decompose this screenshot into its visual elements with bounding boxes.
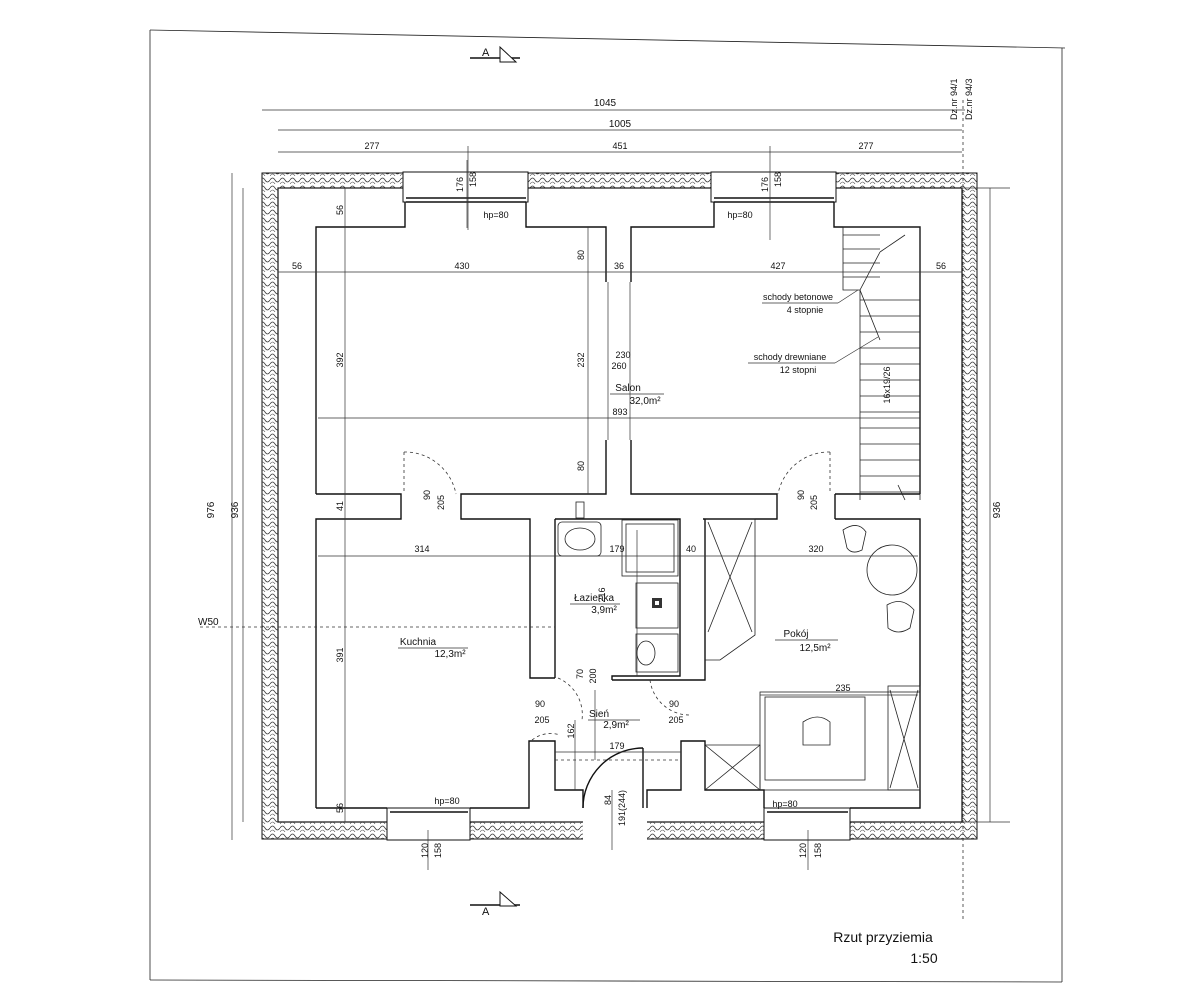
dim-row-56-left: 56	[292, 261, 302, 271]
drawing-title: Rzut przyziemia	[833, 929, 933, 945]
window-dim-158-b: 158	[773, 172, 783, 187]
dim-b-179: 179	[609, 544, 624, 554]
dim-opening-260: 260	[611, 361, 626, 371]
door-dim-90-kuchnia: 90	[535, 699, 545, 709]
dim-top-mid: 451	[612, 141, 627, 151]
dim-v-80-top: 80	[576, 250, 586, 260]
room-kuchnia-name: Kuchnia	[400, 637, 437, 648]
dim-e-84: 84	[603, 795, 613, 805]
door-dim-90-left: 90	[422, 490, 432, 500]
door-dim-90-right: 90	[796, 490, 806, 500]
dim-top-left: 277	[364, 141, 379, 151]
dim-b-216: 216	[597, 587, 607, 602]
window-dim-158-d: 158	[813, 843, 823, 858]
stairs-concrete-steps: 4 stopnie	[787, 305, 824, 315]
dim-v-70: 70	[575, 669, 585, 679]
dim-right-total: 936	[992, 501, 1003, 518]
bathroom-fixtures	[557, 501, 679, 673]
window-dim-176-b: 176	[760, 177, 770, 192]
dim-v-80-bottom: 80	[576, 461, 586, 471]
dim-v-56-top: 56	[335, 205, 345, 215]
drawing-scale: 1:50	[910, 950, 937, 966]
dim-p-320: 320	[808, 544, 823, 554]
window-dim-176-a: 176	[455, 177, 465, 192]
dim-v-392: 392	[335, 352, 345, 367]
section-label-bottom: A	[482, 906, 490, 918]
room-sien-area: 2,9m²	[603, 720, 629, 731]
dim-overall-outer: 1045	[594, 98, 617, 109]
dim-s-179: 179	[609, 741, 624, 751]
plot-label-b: Dz.nr 94/3	[964, 78, 974, 120]
dim-e-191: 191(244)	[617, 790, 627, 826]
window-dim-158-a: 158	[468, 172, 478, 187]
stairs-wooden-steps: 12 stopni	[780, 365, 817, 375]
dim-v-162: 162	[566, 723, 576, 738]
window-sill-top-left: hp=80	[483, 210, 508, 220]
door-dim-205-left: 205	[436, 495, 446, 510]
dim-row-430: 430	[454, 261, 469, 271]
window-sill-bottom-right: hp=80	[772, 799, 797, 809]
sheet-frame	[149, 29, 1066, 983]
dim-row-36: 36	[614, 261, 624, 271]
dimension-lines	[200, 100, 1010, 920]
room-kuchnia-area: 12,3m²	[434, 649, 466, 660]
door-dim-90-pokoj: 90	[669, 699, 679, 709]
window-sill-top-right: hp=80	[727, 210, 752, 220]
dim-v-232: 232	[576, 352, 586, 367]
room-salon-name: Salon	[615, 383, 641, 394]
window-sashes	[390, 197, 848, 813]
room-salon-area: 32,0m²	[629, 396, 661, 407]
dim-d-235: 235	[835, 683, 850, 693]
dim-v-200: 200	[588, 668, 598, 683]
window-dim-120-b: 120	[798, 843, 808, 858]
staircase	[842, 226, 921, 501]
dim-b-40: 40	[686, 544, 696, 554]
section-marker-top: A	[470, 45, 520, 63]
section-marker-bottom: A	[470, 890, 520, 918]
stairs-wooden-label: schody drewniane	[754, 352, 827, 362]
room-pokoj-name: Pokój	[783, 629, 808, 640]
dim-k-314: 314	[414, 544, 429, 554]
dim-opening-230: 230	[615, 350, 630, 360]
dim-v-41: 41	[335, 501, 345, 511]
room-lazienka-name: Łazienka	[574, 593, 614, 604]
dim-overall-inner: 1005	[609, 119, 632, 130]
dim-left-inner: 936	[230, 501, 241, 518]
room-pokoj-area: 12,5m²	[799, 643, 831, 654]
stairs-dims: 16x19/26	[882, 366, 892, 403]
dim-left-outer: 976	[206, 501, 217, 518]
dim-row-56-right: 56	[936, 261, 946, 271]
room-lazienka-area: 3,9m²	[591, 605, 617, 616]
section-label-top: A	[482, 47, 490, 59]
dim-top-right: 277	[858, 141, 873, 151]
window-dim-158-c: 158	[433, 843, 443, 858]
room-sien-name: Sień	[589, 709, 609, 720]
window-sill-bottom-left: hp=80	[434, 796, 459, 806]
dim-row-427: 427	[770, 261, 785, 271]
dim-span-893: 893	[612, 407, 627, 417]
plot-label-a: Dz.nr 94/1	[949, 78, 959, 120]
door-swings	[403, 451, 831, 809]
door-dim-205-pokoj: 205	[668, 715, 683, 725]
external-walls	[261, 171, 978, 841]
pokoj-furniture	[802, 525, 918, 746]
wall-marker: W50	[198, 617, 219, 628]
dim-v-56-bottom: 56	[335, 803, 345, 813]
door-dim-205-kuchnia: 205	[534, 715, 549, 725]
dim-v-391: 391	[335, 647, 345, 662]
door-dim-205-right: 205	[809, 495, 819, 510]
window-dim-120-a: 120	[420, 843, 430, 858]
stairs-concrete-label: schody betonowe	[763, 292, 833, 302]
